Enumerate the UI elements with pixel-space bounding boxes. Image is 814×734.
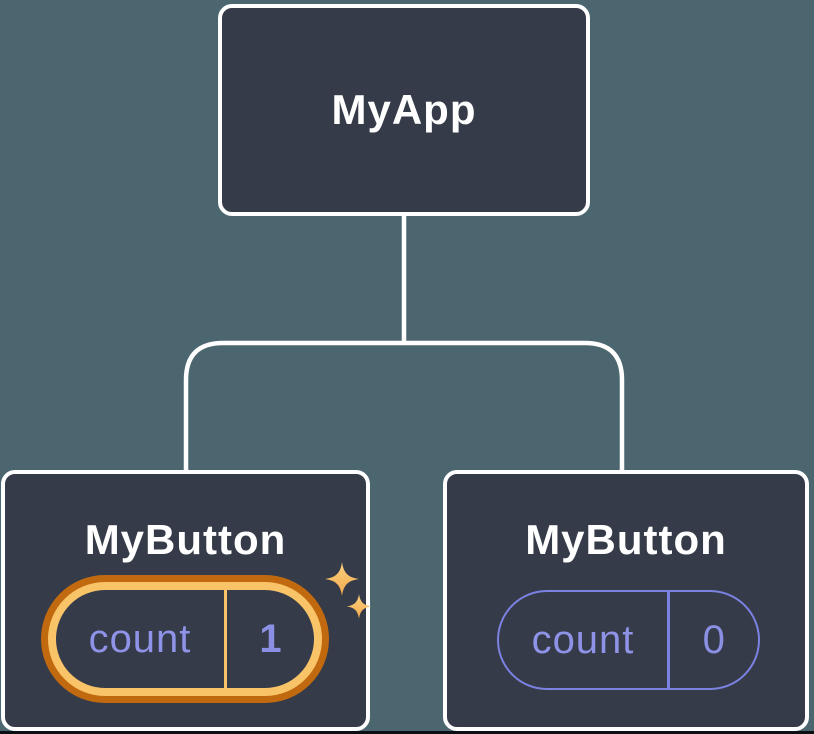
state-value-cell: 1 (227, 590, 314, 688)
state-pill-gold-ring: count 1 (48, 582, 322, 696)
state-value: 1 (259, 616, 282, 661)
state-key-label: count (88, 616, 192, 661)
sparkle-small (346, 594, 372, 619)
state-pill-highlighted: count 1 (41, 575, 329, 703)
state-pill-plain: count 0 (497, 590, 760, 690)
state-pill-core: count 1 (56, 590, 314, 688)
pill-divider (667, 592, 670, 688)
pill-divider (224, 590, 227, 688)
node-label-myapp: MyApp (331, 86, 477, 133)
node-label-mybutton-right: MyButton (525, 516, 727, 563)
state-value: 0 (702, 617, 725, 662)
sparkle-large (325, 562, 359, 596)
node-label-mybutton-left: MyButton (84, 516, 287, 563)
connector-bracket (183, 340, 625, 472)
component-node-mybutton-left: MyButton count 1 (1, 470, 372, 731)
image-edge-strip (0, 731, 814, 734)
state-key-cell: count (499, 592, 667, 688)
component-node-mybutton-right: MyButton count 0 (443, 470, 809, 731)
component-node-myapp: MyApp (218, 4, 590, 216)
state-value-cell: 0 (670, 592, 759, 688)
state-key-cell: count (56, 590, 224, 688)
state-key-label: count (531, 617, 635, 662)
